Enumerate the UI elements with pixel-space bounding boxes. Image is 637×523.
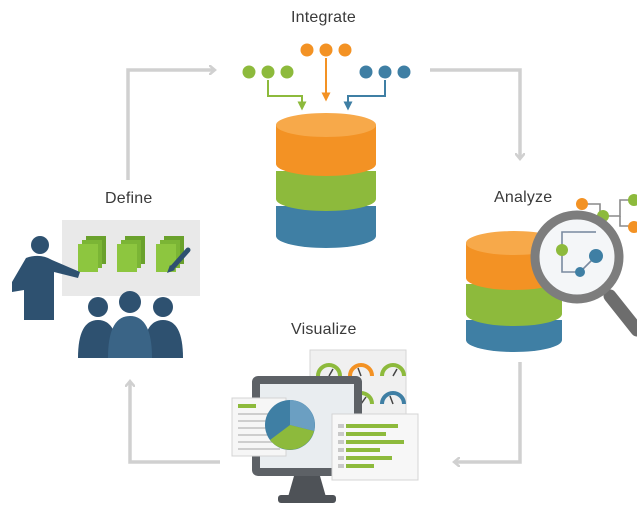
- tree-node: [576, 198, 588, 210]
- pencil-icon: [167, 247, 191, 273]
- document-cards: [78, 236, 184, 272]
- blue-feed-arrow: [343, 80, 386, 111]
- arrow-integrate-to-analyze: [430, 68, 520, 158]
- orange-source-dots: [300, 43, 352, 57]
- audience-icon: [78, 291, 183, 358]
- arrow-visualize-to-define: [130, 382, 220, 464]
- arrow-define-to-integrate: [126, 70, 214, 180]
- visualize-stage: [231, 349, 419, 503]
- stage-label-analyze: Analyze: [494, 189, 553, 206]
- stage-label-define: Define: [105, 190, 153, 207]
- tree-node: [628, 221, 637, 233]
- green-feed-arrow: [267, 80, 307, 111]
- bar-chart-icon: [331, 413, 419, 481]
- tree-node: [628, 194, 637, 206]
- stage-label-visualize: Visualize: [291, 321, 357, 338]
- blue-source-dots: [359, 65, 411, 79]
- cycle-arrows: [128, 70, 520, 462]
- database-icon: [276, 113, 376, 248]
- stage-label-integrate: Integrate: [291, 9, 356, 26]
- analyze-stage: [466, 194, 637, 352]
- green-source-dots: [242, 65, 294, 79]
- integrate-stage: [242, 43, 411, 248]
- pie-chart-icon: [265, 400, 315, 450]
- presenter-icon: [12, 236, 80, 320]
- magnifying-glass-icon: [530, 210, 637, 337]
- arrow-analyze-to-visualize: [455, 362, 522, 462]
- define-stage: [12, 220, 200, 358]
